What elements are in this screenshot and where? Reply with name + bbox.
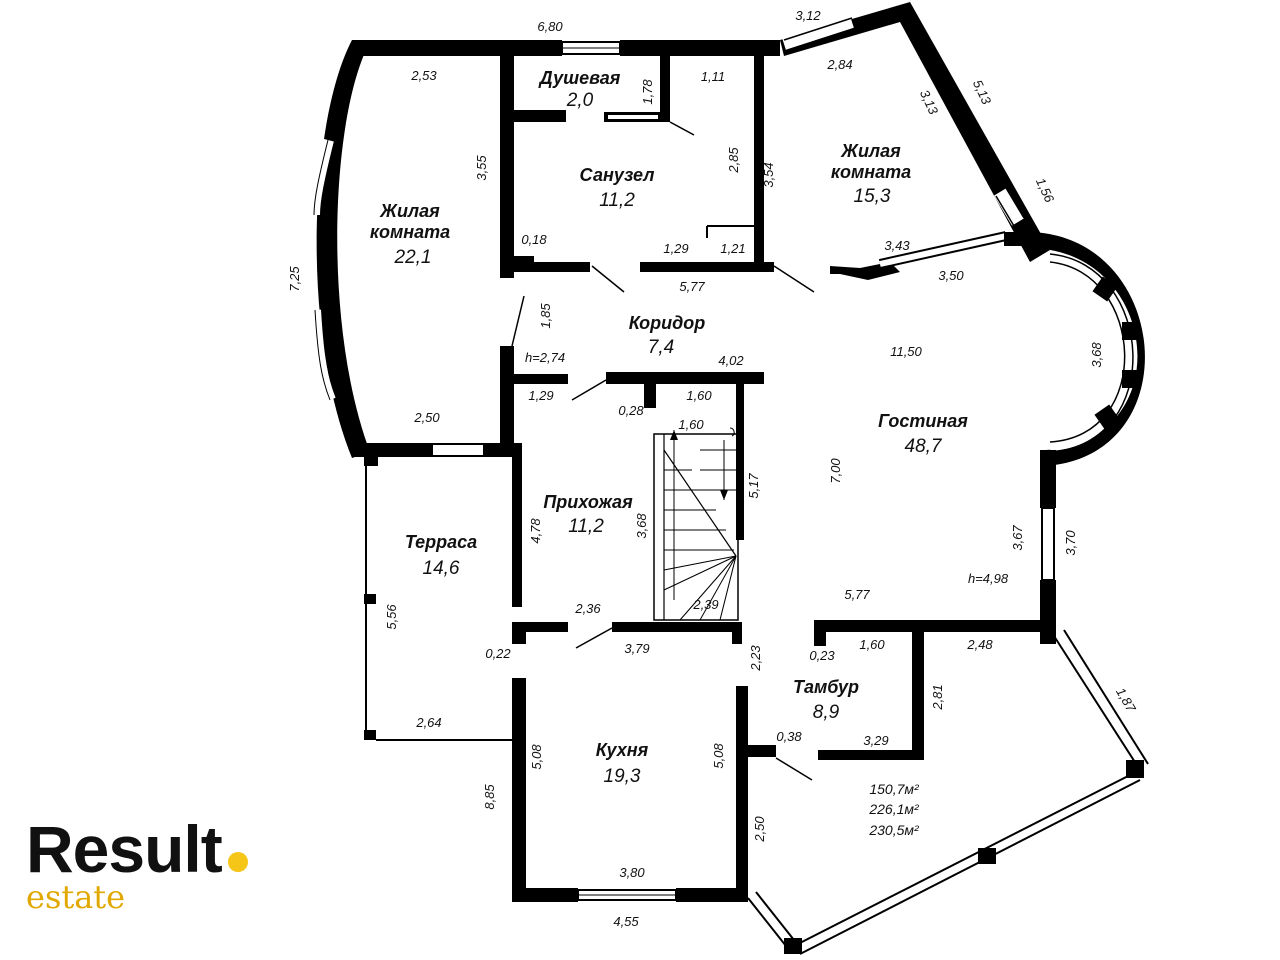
room-hall-area: 11,2	[568, 516, 604, 537]
total-area-3: 230,5м²	[868, 822, 920, 838]
dim-label: 3,50	[938, 268, 964, 283]
result-estate-logo: Result estate	[26, 816, 248, 916]
dim-label: 3,68	[1089, 342, 1104, 368]
dim-label: 1,60	[678, 417, 704, 432]
dim-label: 3,43	[884, 238, 910, 253]
room-living-left-line1: Жилая	[379, 201, 440, 221]
logo-subtitle: estate	[26, 878, 126, 916]
dim-label: 11,50	[890, 344, 922, 359]
total-area-1: 150,7м²	[869, 781, 920, 797]
dim-label: 2,64	[415, 715, 441, 730]
dim-label: 3,80	[619, 865, 645, 880]
dim-label: 5,08	[529, 744, 544, 770]
room-vestibule-name: Тамбур	[793, 677, 859, 697]
dim-label: 3,55	[474, 155, 489, 181]
dim-label: 5,77	[844, 587, 870, 602]
room-shower-area: 2,0	[566, 90, 594, 111]
dim-label: 0,23	[809, 648, 835, 663]
walls	[308, 2, 1149, 955]
dim-label: 2,50	[752, 816, 767, 843]
room-living-right-line1: Жилая	[840, 141, 901, 161]
dim-label: 5,17	[746, 473, 761, 499]
logo-wordmark: Result	[26, 816, 248, 882]
dim-label: 2,53	[410, 68, 437, 83]
room-terrace-area: 14,6	[423, 558, 460, 579]
dim-label: 1,56	[1033, 175, 1058, 205]
dim-label: 1,78	[640, 79, 655, 105]
room-vestibule-area: 8,9	[813, 702, 840, 723]
dim-label: 4,02	[718, 353, 744, 368]
dim-label: h=4,98	[968, 571, 1009, 586]
dim-label: 2,48	[966, 637, 993, 652]
dim-label: 1,60	[686, 388, 712, 403]
dim-label: 2,36	[574, 601, 601, 616]
logo-word: Result	[26, 812, 223, 886]
dimension-labels: 6,80 3,12 2,53 1,78 1,11 2,84 3,13 5,13 …	[287, 8, 1139, 929]
room-living-left-area: 22,1	[394, 247, 432, 268]
room-terrace-name: Терраса	[405, 532, 477, 552]
room-corridor-area: 7,4	[648, 337, 674, 358]
dim-label: 0,18	[521, 232, 547, 247]
dim-label: 2,81	[930, 684, 945, 710]
dim-label: 0,22	[485, 646, 511, 661]
dim-label: 0,28	[618, 403, 644, 418]
room-shower-name: Душевая	[538, 68, 621, 88]
room-hall-name: Прихожая	[543, 492, 633, 512]
room-bathroom-area: 11,2	[599, 190, 635, 211]
room-kitchen-name: Кухня	[596, 740, 649, 760]
dim-label: 3,12	[795, 8, 821, 23]
dim-label: 2,23	[748, 645, 763, 672]
dim-label: 1,60	[859, 637, 885, 652]
dim-label: 2,84	[826, 57, 852, 72]
dim-label: 5,56	[384, 604, 399, 630]
dim-label: 4,78	[528, 518, 543, 544]
dim-label: 1,11	[701, 69, 725, 84]
dim-label: 3,68	[634, 513, 649, 539]
dim-label: 3,70	[1063, 530, 1078, 556]
dim-label: 6,80	[537, 19, 563, 34]
dim-label: 1,29	[528, 388, 553, 403]
dim-label: 1,21	[720, 241, 745, 256]
dim-label: 3,67	[1010, 525, 1025, 551]
total-area-2: 226,1м²	[868, 801, 920, 817]
dim-label: 1,87	[1113, 685, 1139, 715]
room-living-right-line2: комната	[831, 162, 911, 182]
room-bathroom-name: Санузел	[580, 165, 655, 185]
room-corridor-name: Коридор	[629, 313, 705, 333]
dim-label: 2,50	[413, 410, 440, 425]
room-labels: Жилая комната 22,1 Душевая 2,0 Санузел 1…	[370, 68, 968, 787]
room-lounge-name: Гостиная	[878, 411, 968, 431]
dim-label: 7,00	[828, 458, 843, 484]
dim-label: 3,13	[917, 87, 942, 117]
dim-label: 8,85	[482, 784, 497, 810]
total-areas: 150,7м² 226,1м² 230,5м²	[868, 781, 920, 838]
dim-label: 2,85	[726, 147, 741, 174]
dim-label: 5,08	[711, 743, 726, 769]
room-living-left-line2: комната	[370, 222, 450, 242]
staircase	[653, 427, 739, 621]
dim-label: 1,29	[663, 241, 688, 256]
room-lounge-area: 48,7	[905, 436, 943, 457]
dim-label: 4,55	[613, 914, 639, 929]
dim-label: 3,54	[761, 162, 776, 187]
dim-label: 5,77	[679, 279, 705, 294]
logo-dot-icon	[227, 852, 248, 872]
room-kitchen-area: 19,3	[604, 766, 641, 787]
dim-label: 2,39	[692, 597, 718, 612]
dim-label: 3,29	[863, 733, 888, 748]
dim-label: h=2,74	[525, 350, 565, 365]
dim-label: 1,85	[538, 303, 553, 329]
dim-label: 0,38	[776, 729, 802, 744]
dim-label: 3,79	[624, 641, 649, 656]
dim-label: 5,13	[970, 77, 995, 107]
room-living-right-area: 15,3	[854, 186, 891, 207]
dim-label: 7,25	[287, 266, 302, 292]
